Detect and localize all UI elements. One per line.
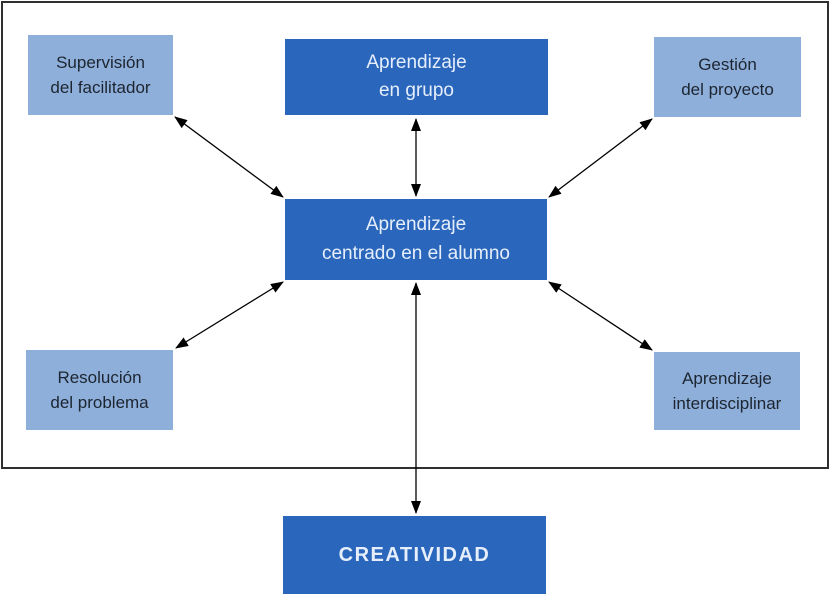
node-aprendizaje-interdisciplinar: Aprendizaje interdisciplinar [654,352,800,430]
node-gestion-proyecto: Gestión del proyecto [654,37,801,117]
node-creatividad: CREATIVIDAD [283,516,546,594]
node-aprendizaje-centrado: Aprendizaje centrado en el alumno [285,199,547,280]
node-resolucion-problema: Resolución del problema [26,350,173,430]
node-aprendizaje-grupo: Aprendizaje en grupo [285,39,548,115]
node-supervision-facilitador: Supervisión del facilitador [28,35,173,115]
